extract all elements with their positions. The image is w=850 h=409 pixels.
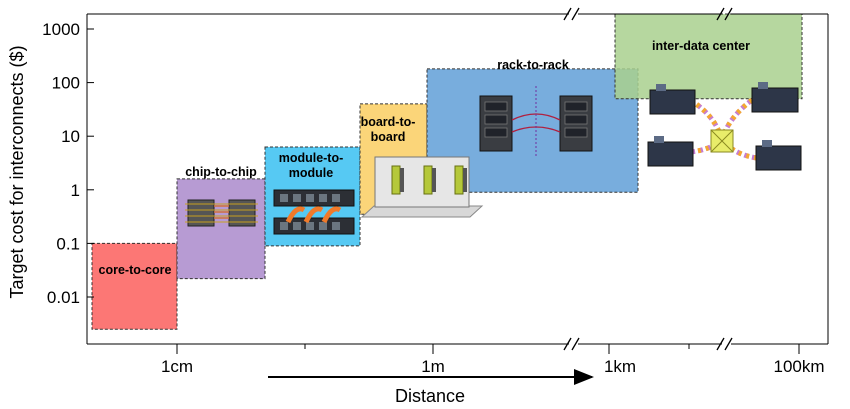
y-tick-label: 0.1 — [56, 234, 80, 253]
x-axis-title: Distance — [395, 386, 465, 406]
plot-frame — [86, 13, 829, 345]
y-tick-label: 100 — [52, 74, 80, 93]
region-label: board-to-board — [361, 115, 416, 144]
y-axis: 1000 100 10 1 0.1 0.01 — [42, 20, 94, 307]
region-label: chip-to-chip — [185, 165, 257, 179]
region-label: module-to-module — [279, 151, 344, 180]
region-box — [614, 13, 803, 100]
region-chip-to-chip: chip-to-chip — [176, 165, 266, 280]
region-rack-to-rack: rack-to-rack — [426, 58, 639, 193]
module-to-module-icon — [273, 189, 355, 235]
y-tick-label: 10 — [61, 127, 80, 146]
chip-to-chip-icon — [185, 199, 258, 227]
region-label: rack-to-rack — [497, 58, 569, 72]
inter-data-center-icon — [647, 82, 802, 171]
region-inter-data-center: inter-data center — [614, 13, 803, 100]
y-tick-label: 1 — [71, 181, 80, 200]
axis-breaks — [563, 7, 733, 351]
y-tick-label: 0.01 — [47, 288, 80, 307]
x-tick-label: 100km — [773, 357, 824, 376]
rack-to-rack-icon — [479, 86, 593, 158]
y-tick-label: 1000 — [42, 20, 80, 39]
x-tick-label: 1cm — [161, 357, 193, 376]
region-label: inter-data center — [652, 39, 750, 53]
x-tick-label: 1m — [421, 357, 445, 376]
board-to-board-icon — [360, 156, 484, 218]
y-axis-title: Target cost for interconnects ($) — [7, 45, 27, 298]
x-tick-label: 1km — [604, 357, 636, 376]
region-core-to-core: core-to-core — [91, 242, 178, 330]
region-label: core-to-core — [99, 263, 172, 277]
region-box — [176, 178, 266, 280]
region-box — [91, 242, 178, 330]
x-ticks — [176, 344, 800, 354]
